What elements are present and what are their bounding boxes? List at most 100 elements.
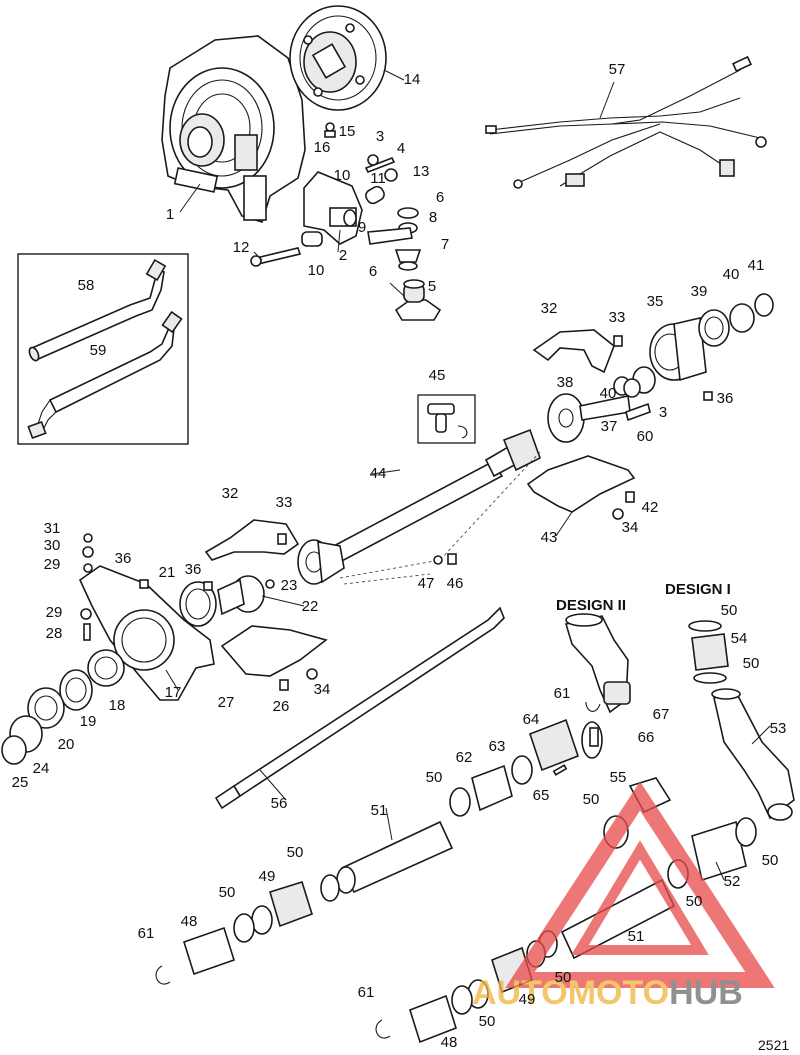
callout-19: 19 [80,713,97,730]
svg-text:AUTOMOTOHUB: AUTOMOTOHUB [472,974,743,1012]
callout-60: 60 [637,428,654,445]
callout-66: 66 [638,729,655,746]
watermark-moto: MOTO [568,974,669,1012]
callout-26: 26 [273,698,290,715]
callout-3: 3 [659,404,667,421]
callout-54: 54 [731,630,748,647]
leader-lines [165,69,771,881]
callout-30: 30 [44,537,61,554]
callout-39: 39 [691,283,708,300]
callout-36: 36 [717,390,734,407]
callout-34: 34 [314,681,331,698]
flywheel-housing [161,35,306,223]
pivot-stack [367,207,442,321]
callout-64: 64 [523,711,540,728]
exhaust-run-upper [155,718,603,985]
callout-50: 50 [219,884,236,901]
callout-33: 33 [609,309,626,326]
callout-42: 42 [642,499,659,516]
callout-62: 62 [456,749,473,766]
callout-63: 63 [489,738,506,755]
design-ii-elbow [564,613,631,714]
callout-14: 14 [404,71,421,88]
callout-38: 38 [557,374,574,391]
callout-46: 46 [447,575,464,592]
exhaust-run-lower [375,777,757,1044]
callout-33: 33 [276,494,293,511]
callout-50: 50 [583,791,600,808]
callout-24: 24 [33,760,50,777]
bearing-housing [532,293,774,401]
callout-28: 28 [46,625,63,642]
callout-50: 50 [479,1013,496,1030]
callout-12: 12 [233,239,250,256]
callout-10: 10 [334,167,351,184]
callout-50: 50 [686,893,703,910]
callout-29: 29 [44,556,61,573]
callout-16: 16 [314,139,331,156]
callout-36: 36 [185,561,202,578]
saddle-clamp-right [526,455,636,520]
stub-shaft [179,575,275,627]
universal-joint [427,403,468,439]
callout-6: 6 [369,263,377,280]
callout-27: 27 [218,694,235,711]
callout-32: 32 [541,300,558,317]
callout-17: 17 [165,684,182,701]
input-shaft [547,393,651,443]
callout-43: 43 [541,529,558,546]
callout-32: 32 [222,485,239,502]
callout-47: 47 [418,575,435,592]
callout-3: 3 [376,128,384,145]
callout-4: 4 [397,140,405,157]
wire-harness [485,55,767,189]
callout-25: 25 [12,774,29,791]
callout-18: 18 [109,697,126,714]
callout-5: 5 [428,278,436,295]
callout-40: 40 [600,385,617,402]
hose-59 [27,310,183,440]
hose-58 [28,258,167,362]
callout-58: 58 [78,277,95,294]
callout-11: 11 [370,170,386,187]
design-i-bellows [688,620,729,684]
callout-35: 35 [647,293,664,310]
callout-1: 1 [166,206,174,223]
watermark-logo: AUTOMOTOHUB [472,781,775,1012]
callout-6: 6 [436,189,444,206]
bearing-support [78,533,215,701]
callout-13: 13 [413,163,430,180]
propeller-shaft [297,428,541,585]
callout-2: 2 [339,247,347,264]
callout-50: 50 [426,769,443,786]
callout-61: 61 [554,685,571,702]
callout-50: 50 [287,844,304,861]
callout-55: 55 [610,769,627,786]
callout-52: 52 [724,873,741,890]
callout-49: 49 [519,991,536,1008]
callout-36: 36 [115,550,132,567]
callout-10: 10 [308,262,325,279]
callout-61: 61 [358,984,375,1001]
callout-15: 15 [339,123,356,140]
watermark-auto: AUTO [472,974,568,1012]
callout-37: 37 [601,418,618,435]
callout-50: 50 [762,852,779,869]
callout-61: 61 [138,925,155,942]
callout-34: 34 [622,519,639,536]
drive-coupler [289,5,387,111]
callout-65: 65 [533,787,550,804]
exhaust-pipe-53 [711,688,795,821]
callout-49: 49 [259,868,276,885]
callout-22: 22 [302,598,319,615]
callout-50: 50 [721,602,738,619]
callout-48: 48 [181,913,198,930]
saddle-clamp-lower [220,625,328,691]
callout-44: 44 [370,465,387,482]
callout-21: 21 [159,564,176,581]
figure-number: 2521 [758,1037,789,1053]
design-i-label: DESIGN I [665,581,731,598]
saddle-clamp-left [204,519,300,561]
